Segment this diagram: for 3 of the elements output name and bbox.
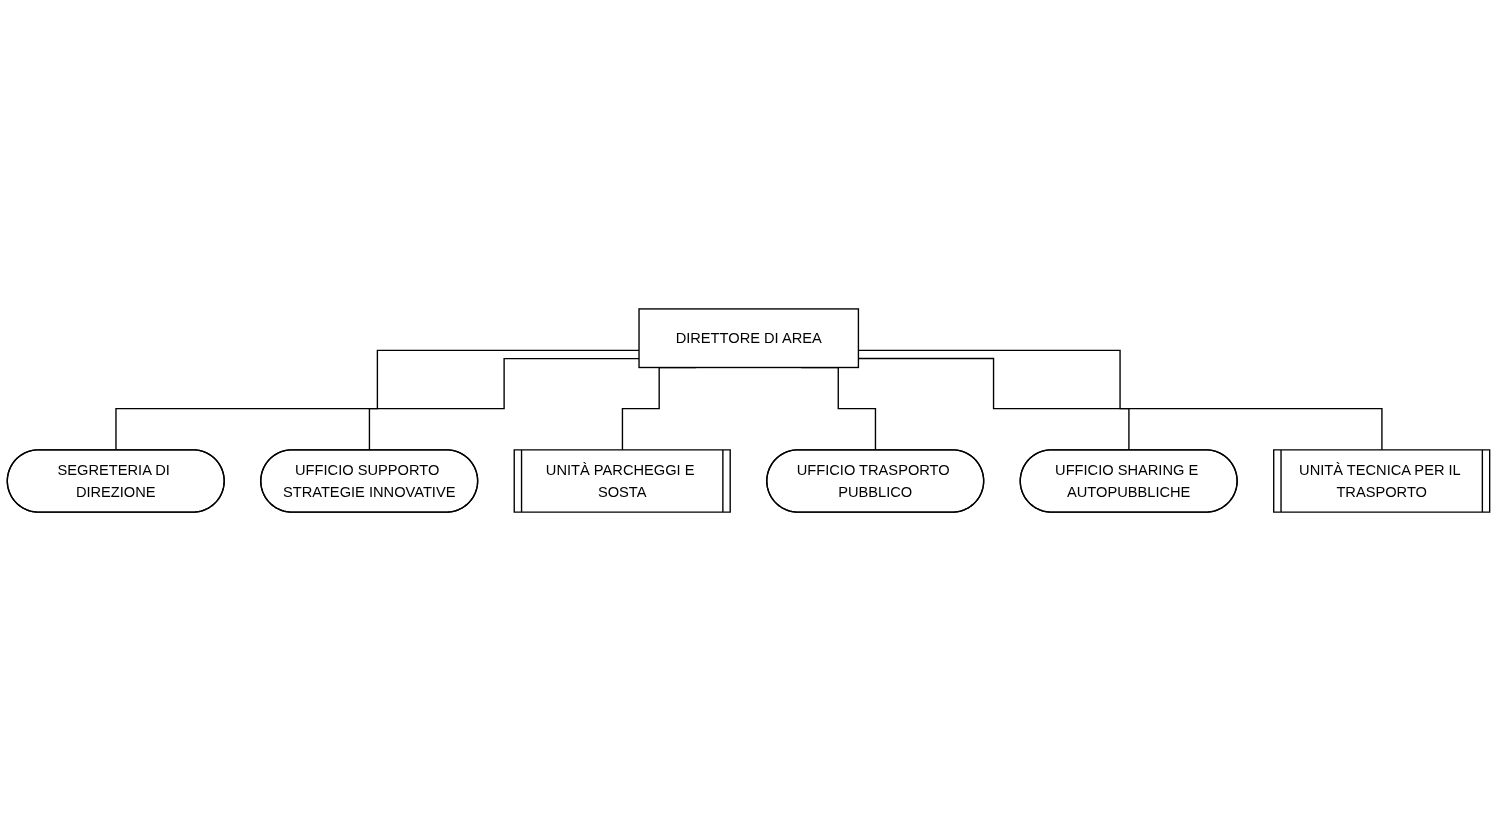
connector <box>368 357 640 451</box>
node-box: DIRETTORE DI AREA <box>638 308 860 369</box>
connector <box>115 349 640 451</box>
